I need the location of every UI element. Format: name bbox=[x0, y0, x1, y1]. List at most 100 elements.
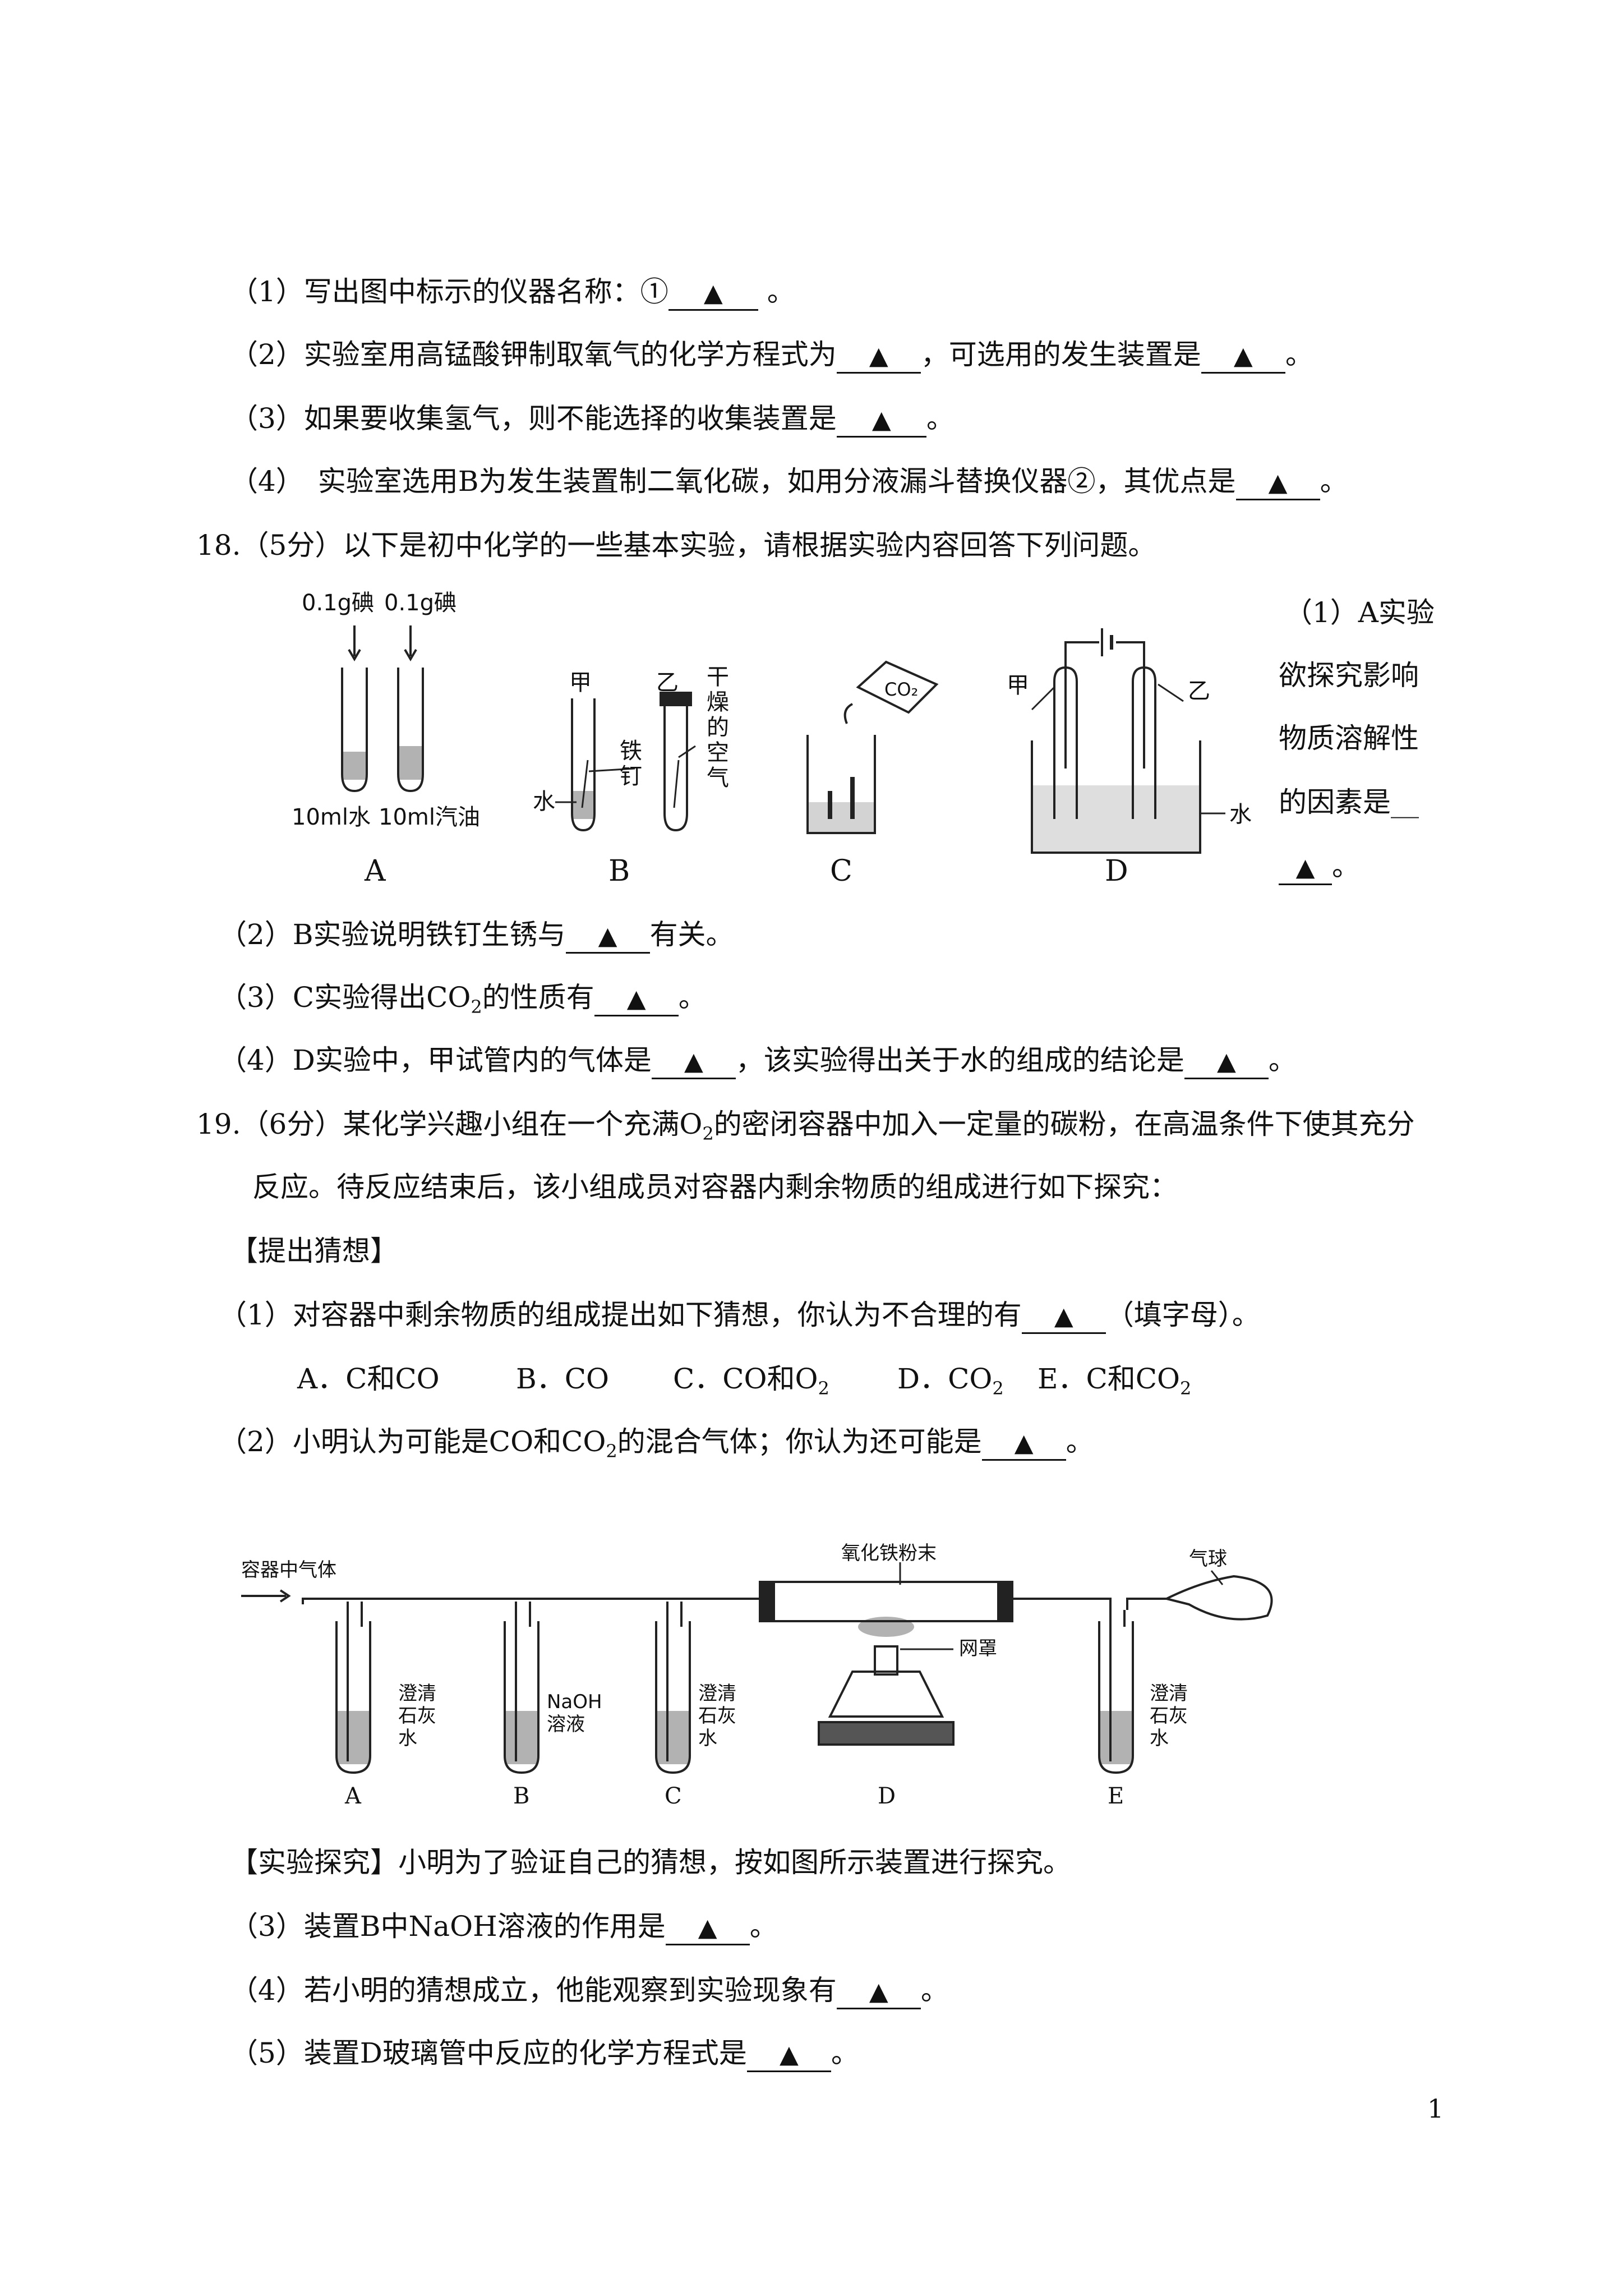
label-a-limewater-1: 澄清 bbox=[398, 1682, 436, 1705]
q18-side-line5: ▲。 bbox=[1279, 848, 1360, 885]
label-b-water: 水 bbox=[533, 789, 555, 815]
gas-pipe bbox=[1009, 1598, 1112, 1610]
lamp-base bbox=[818, 1721, 955, 1746]
q18-part2-end: 有关。 bbox=[649, 918, 734, 951]
label-e-limewater-3: 水 bbox=[1150, 1727, 1169, 1750]
label-apparatus-e: E bbox=[1108, 1783, 1124, 1809]
label-b-naoh-2: 溶液 bbox=[547, 1713, 585, 1736]
subscript: 2 bbox=[606, 1441, 617, 1462]
label-exp-c: C bbox=[830, 854, 852, 888]
q17-part4-end: 。 bbox=[1320, 465, 1348, 498]
label-a-limewater-3: 水 bbox=[398, 1727, 417, 1750]
wash-bottle-a bbox=[335, 1621, 371, 1774]
label-b-air-5: 气 bbox=[707, 765, 729, 791]
q18-side-line1: （1）A实验 bbox=[1284, 596, 1435, 629]
wash-bottle-b bbox=[504, 1621, 540, 1774]
answer-blank[interactable]: ▲ bbox=[836, 1975, 921, 2009]
label-exp-b: B bbox=[608, 854, 630, 888]
q18-part3-text2: 的性质有 bbox=[482, 981, 594, 1014]
label-balloon: 气球 bbox=[1189, 1548, 1227, 1570]
balloon bbox=[1163, 1575, 1273, 1621]
q19-part2-end: 。 bbox=[1066, 1425, 1094, 1458]
page-number: 1 bbox=[1427, 2093, 1444, 2124]
q17-part2-text2: ，可选用的发生装置是 bbox=[920, 338, 1201, 371]
gas-pipe bbox=[302, 1598, 760, 1604]
q19-part4: （4）若小明的猜想成立，他能观察到实验现象有▲。 bbox=[230, 1972, 949, 2009]
answer-blank[interactable]: ▲ bbox=[594, 982, 679, 1016]
q18-part2: （2）B实验说明铁钉生锈与▲有关。 bbox=[219, 917, 734, 954]
q19-heading-experiment: 【实验探究】小明为了验证自己的猜想，按如图所示装置进行探究。 bbox=[230, 1844, 1071, 1880]
q19-part1: （1）对容器中剩余物质的组成提出如下猜想，你认为不合理的有▲（填字母）。 bbox=[219, 1297, 1260, 1334]
wire bbox=[1116, 641, 1145, 769]
q17-part1-text: （1）写出图中标示的仪器名称：① bbox=[230, 275, 668, 308]
q19-part4-end: 。 bbox=[920, 1974, 949, 2007]
q18-part4-end: 。 bbox=[1268, 1044, 1297, 1076]
q18-stem: 18.（5分）以下是初中化学的一些基本实验，请根据实验内容回答下列问题。 bbox=[196, 529, 1156, 562]
q17-part3-text: （3）如果要收集氢气，则不能选择的收集装置是 bbox=[230, 402, 837, 435]
wash-bottle-e bbox=[1098, 1621, 1134, 1774]
stopper bbox=[660, 692, 692, 706]
label-b-air-2: 燥 bbox=[707, 689, 729, 715]
answer-blank[interactable]: ▲ bbox=[1184, 1045, 1269, 1079]
answer-blank[interactable]: ▲ bbox=[1021, 1299, 1106, 1334]
answer-blank[interactable]: ▲ bbox=[1279, 850, 1332, 885]
answer-blank[interactable]: ▲ bbox=[565, 919, 650, 954]
label-b-yi: 乙 bbox=[656, 670, 679, 696]
label-b-air-3: 的 bbox=[707, 715, 729, 740]
q19-part5-text: （5）装置D玻璃管中反应的化学方程式是 bbox=[230, 2037, 747, 2069]
answer-blank[interactable]: ▲ bbox=[981, 1426, 1066, 1461]
test-tube-a2 bbox=[397, 668, 424, 793]
label-exp-a: A bbox=[364, 854, 386, 888]
answer-blank[interactable]: ▲ bbox=[746, 2037, 831, 2072]
q18-side-line4: 的因素是__ bbox=[1279, 786, 1419, 818]
label-gauze: 网罩 bbox=[959, 1637, 997, 1660]
label-e-limewater-2: 石灰 bbox=[1150, 1705, 1188, 1727]
label-c-limewater-2: 石灰 bbox=[698, 1705, 736, 1727]
test-tube-a1 bbox=[341, 668, 368, 793]
q19-heading-experiment-label: 【实验探究】 bbox=[230, 1846, 398, 1879]
label-apparatus-d: D bbox=[878, 1783, 896, 1809]
label-b-nail-2: 钉 bbox=[620, 763, 642, 789]
q18-part4: （4）D实验中，甲试管内的气体是▲，该实验得出关于水的组成的结论是▲。 bbox=[219, 1042, 1297, 1079]
q18-part4-text: （4）D实验中，甲试管内的气体是 bbox=[219, 1044, 652, 1076]
label-c-limewater-3: 水 bbox=[698, 1727, 717, 1750]
wire bbox=[1064, 641, 1099, 769]
answer-blank[interactable]: ▲ bbox=[836, 339, 921, 374]
answer-blank[interactable]: ▲ bbox=[668, 276, 758, 311]
label-a-water: 10ml水 bbox=[292, 804, 371, 830]
answer-blank[interactable]: ▲ bbox=[665, 1911, 750, 1945]
label-b-nail-1: 铁 bbox=[620, 738, 642, 764]
label-b-air-4: 空 bbox=[707, 740, 729, 766]
q18-side-line2: 欲探究影响 bbox=[1279, 659, 1419, 692]
q17-part1: （1）写出图中标示的仪器名称：①▲ 。 bbox=[230, 274, 795, 311]
q19-part5-end: 。 bbox=[831, 2037, 859, 2069]
alcohol-lamp bbox=[828, 1671, 944, 1718]
label-iron-oxide: 氧化铁粉末 bbox=[841, 1542, 937, 1565]
q18-experiments-figure: 0.1g碘 0.1g碘 10ml水 10ml汽油 甲 乙 干 燥 的 空 气 铁… bbox=[292, 590, 1252, 888]
label-d-water: 水 bbox=[1229, 802, 1252, 827]
iron-nail bbox=[581, 760, 589, 808]
label-apparatus-b: B bbox=[513, 1783, 529, 1809]
option-c: C．CO和O2 bbox=[673, 1363, 829, 1399]
test-tube-b-yi bbox=[663, 698, 688, 832]
label-apparatus-a: A bbox=[344, 1783, 362, 1809]
label-c-limewater-1: 澄清 bbox=[698, 1682, 736, 1705]
q18-side-end: 。 bbox=[1332, 850, 1360, 882]
q19-part3-text: （3）装置B中NaOH溶液的作用是 bbox=[230, 1910, 666, 1943]
label-a-limewater-2: 石灰 bbox=[398, 1705, 436, 1727]
option-d: D．CO2 bbox=[897, 1363, 1004, 1399]
answer-blank[interactable]: ▲ bbox=[1201, 339, 1285, 374]
answer-blank[interactable]: ▲ bbox=[1235, 466, 1320, 500]
q17-part3-end: 。 bbox=[926, 402, 955, 435]
label-a-petrol: 10ml汽油 bbox=[379, 804, 480, 830]
label-a-iodine-2: 0.1g碘 bbox=[384, 590, 457, 616]
label-d-jia: 甲 bbox=[1007, 673, 1029, 698]
q17-part1-end: 。 bbox=[767, 275, 795, 308]
answer-blank[interactable]: ▲ bbox=[651, 1045, 736, 1079]
answer-blank[interactable]: ▲ bbox=[836, 403, 926, 438]
wire-gauze bbox=[874, 1645, 898, 1676]
q17-part4-text: （4） 实验室选用B为发生装置制二氧化碳，如用分液漏斗替换仪器②，其优点是 bbox=[230, 465, 1236, 498]
q18-part4-text2: ，该实验得出关于水的组成的结论是 bbox=[735, 1044, 1184, 1076]
q19-part4-text: （4）若小明的猜想成立，他能观察到实验现象有 bbox=[230, 1974, 837, 2007]
